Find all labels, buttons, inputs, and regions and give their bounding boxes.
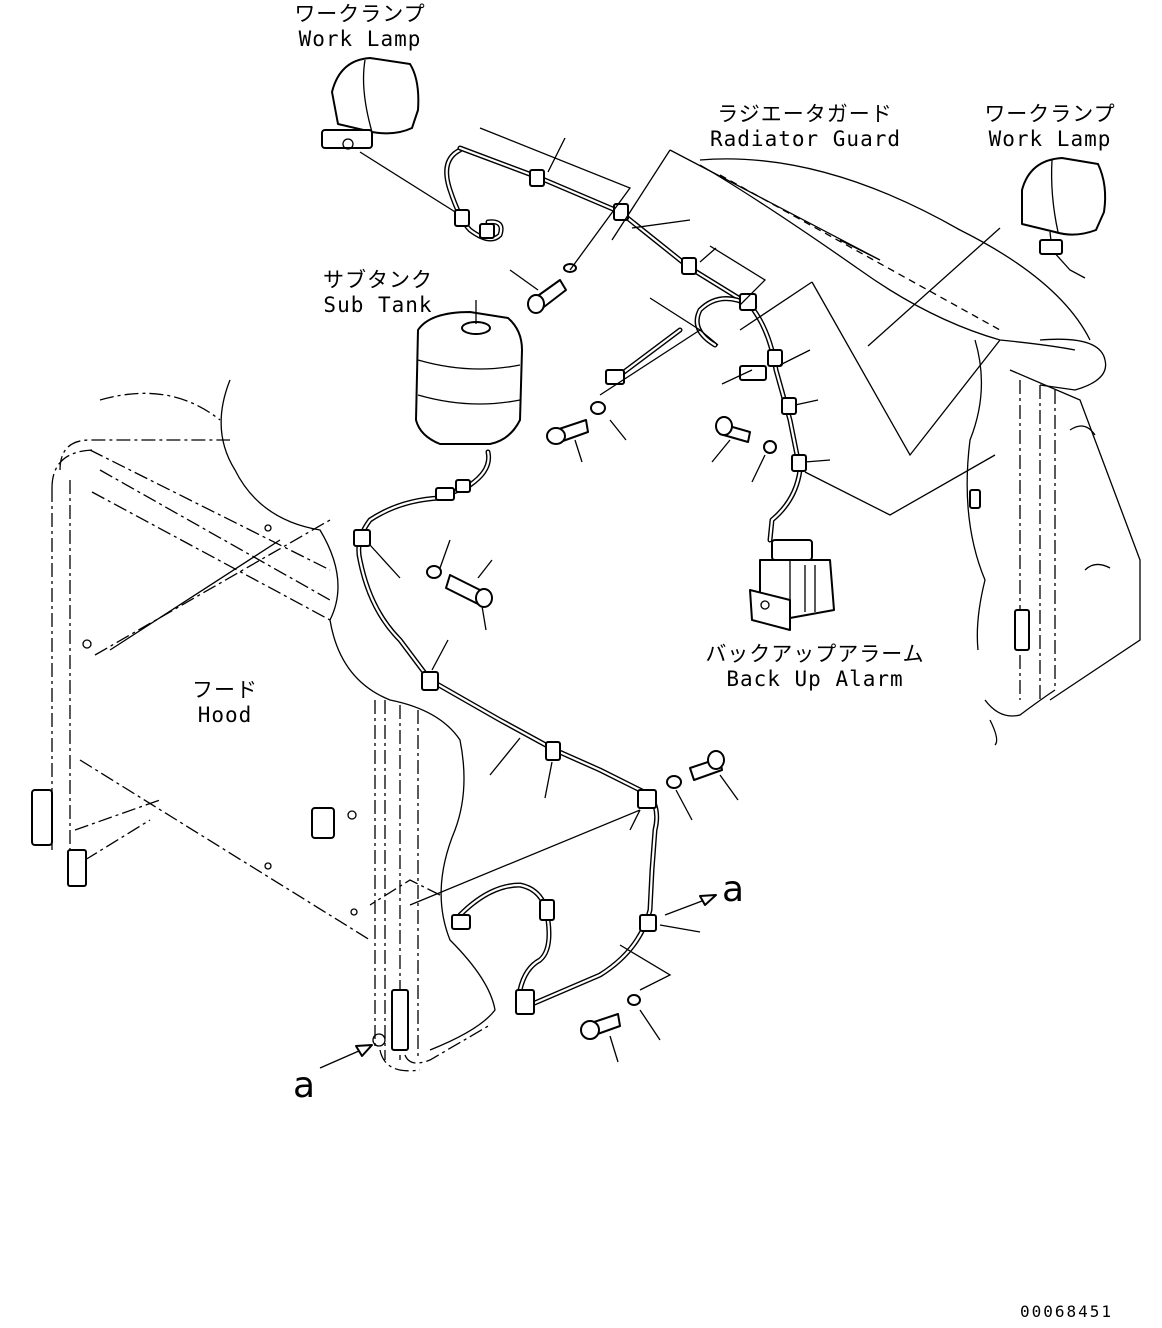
back-up-alarm-label: バックアップアラーム Back Up Alarm (705, 642, 925, 692)
radiator-guard-jp: ラジエータガード (717, 102, 893, 126)
work-lamp-right (867, 157, 1107, 347)
view-ref-a-upper: a (722, 869, 745, 910)
work-lamp-left-en: Work Lamp (298, 27, 422, 51)
hood-jp: フード (192, 678, 258, 702)
sub-tank-en: Sub Tank (323, 293, 433, 317)
work-lamp-right-en: Work Lamp (988, 127, 1112, 151)
back-up-alarm-jp: バックアップアラーム (705, 642, 925, 666)
fasteners (426, 263, 777, 1040)
work-lamp-left (321, 57, 461, 216)
back-up-alarm-en: Back Up Alarm (726, 667, 904, 691)
view-ref-a-lower: a (293, 1065, 316, 1106)
radiator-guard (699, 158, 1141, 746)
sub-tank (415, 300, 523, 445)
wire-harness (353, 145, 807, 1015)
work-lamp-left-jp: ワークランプ (294, 2, 426, 26)
work-lamp-left-label: ワークランプ Work Lamp (290, 2, 430, 52)
radiator-guard-en: Radiator Guard (710, 127, 902, 151)
hood-en: Hood (197, 703, 253, 727)
sub-tank-label: サブタンク Sub Tank (318, 268, 438, 318)
back-up-alarm (749, 539, 835, 631)
document-number: 00068451 (1020, 1302, 1114, 1321)
hood-label: フード Hood (180, 678, 270, 728)
leader-lines (109, 127, 1001, 1069)
sub-tank-jp: サブタンク (323, 268, 433, 292)
work-lamp-right-jp: ワークランプ (984, 102, 1116, 126)
hood-frame (31, 379, 496, 1072)
radiator-guard-label: ラジエータガード Radiator Guard (710, 102, 900, 152)
work-lamp-right-label: ワークランプ Work Lamp (980, 102, 1120, 152)
